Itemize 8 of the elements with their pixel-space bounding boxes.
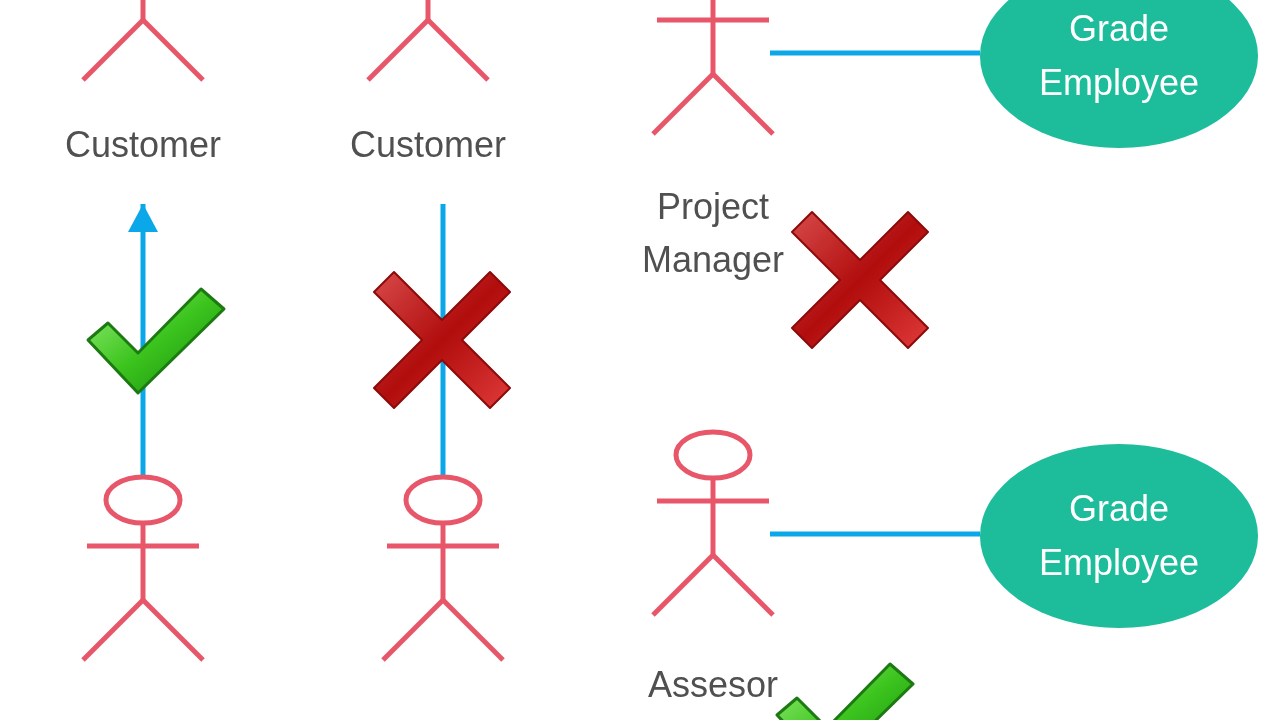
actor-label: Project Manager — [640, 185, 786, 282]
use-case-label: Grade Employee — [1037, 487, 1201, 585]
connector-line — [770, 50, 980, 56]
connector-line — [770, 531, 980, 537]
use-case-label: Grade Employee — [1037, 7, 1201, 105]
actor-label: Assesor — [646, 663, 779, 707]
actor-label: Customer — [348, 123, 507, 167]
actor-label: Customer — [63, 123, 222, 167]
